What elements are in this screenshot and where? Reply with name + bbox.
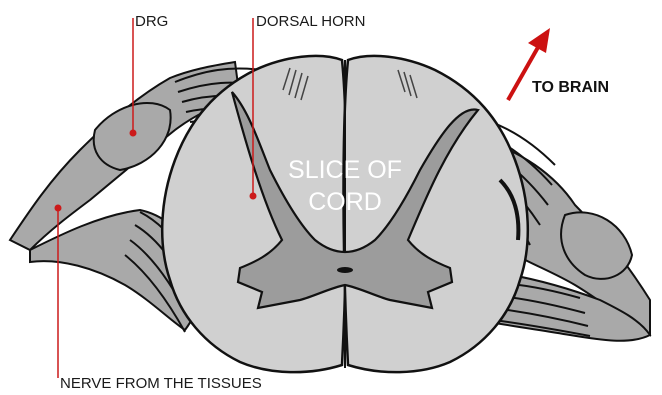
center-label-line2: CORD (308, 188, 382, 216)
drg-pointer-dot (130, 130, 137, 137)
nerve-pointer-dot (55, 205, 62, 212)
dorsal-horn-pointer-dot (250, 193, 257, 200)
nerve-label: NERVE FROM THE TISSUES (60, 375, 262, 392)
dorsal-horn-label: DORSAL HORN (256, 13, 365, 30)
left-drg-swelling (94, 103, 171, 170)
to-brain-label: TO BRAIN (532, 79, 609, 96)
central-canal (337, 267, 353, 273)
drg-label: DRG (135, 13, 168, 30)
center-label-line1: SLICE OF (288, 156, 402, 184)
